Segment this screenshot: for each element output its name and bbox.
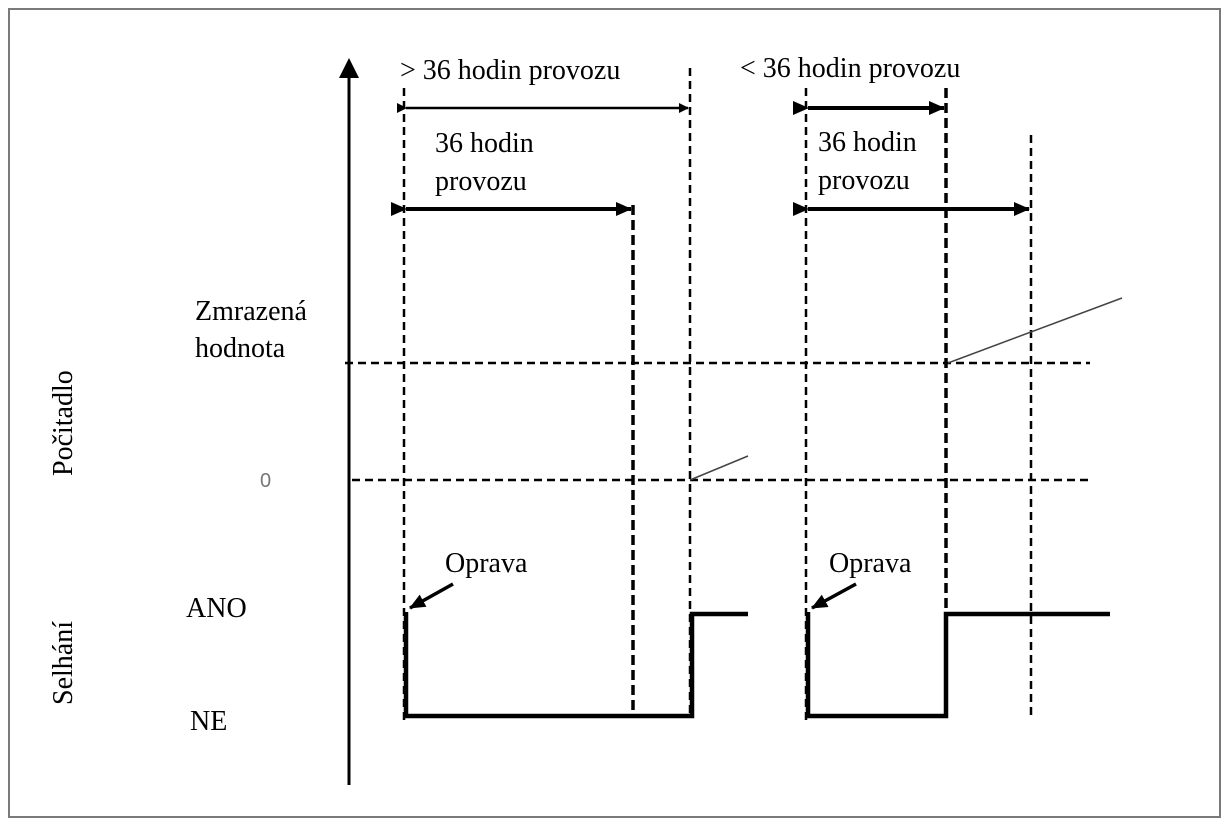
failure-signal-left: [403, 611, 748, 719]
right-36h-label-line1: 36 hodin: [818, 127, 917, 158]
frozen-value-label-line2: hodnota: [195, 333, 286, 364]
over-36h-label: > 36 hodin provozu: [400, 55, 620, 86]
repair-right-pointer: [811, 582, 857, 610]
failure-signal-right: [805, 611, 1110, 719]
diagram-frame: [8, 8, 1221, 818]
yes-label: ANO: [186, 593, 247, 624]
counter-rise-right: [947, 297, 1123, 364]
counter-rise-left: [689, 455, 749, 481]
under-36h-label: < 36 hodin provozu: [740, 53, 960, 84]
zero-label: 0: [260, 470, 271, 492]
vertical-axis: [339, 58, 359, 785]
left-36h-label-line1: 36 hodin: [435, 128, 534, 159]
failure-axis-label: Selhání: [48, 621, 79, 705]
frozen-value-label-line1: Zmrazená: [195, 296, 307, 327]
repair-left-pointer: [409, 582, 454, 610]
counter-axis-label: Počitadlo: [48, 370, 79, 476]
repair-right-label: Oprava: [829, 548, 912, 579]
left-36h-label-line2: provozu: [435, 166, 527, 197]
repair-left-label: Oprava: [445, 548, 528, 579]
right-36h-label-line2: provozu: [818, 165, 910, 196]
no-label: NE: [190, 706, 227, 737]
